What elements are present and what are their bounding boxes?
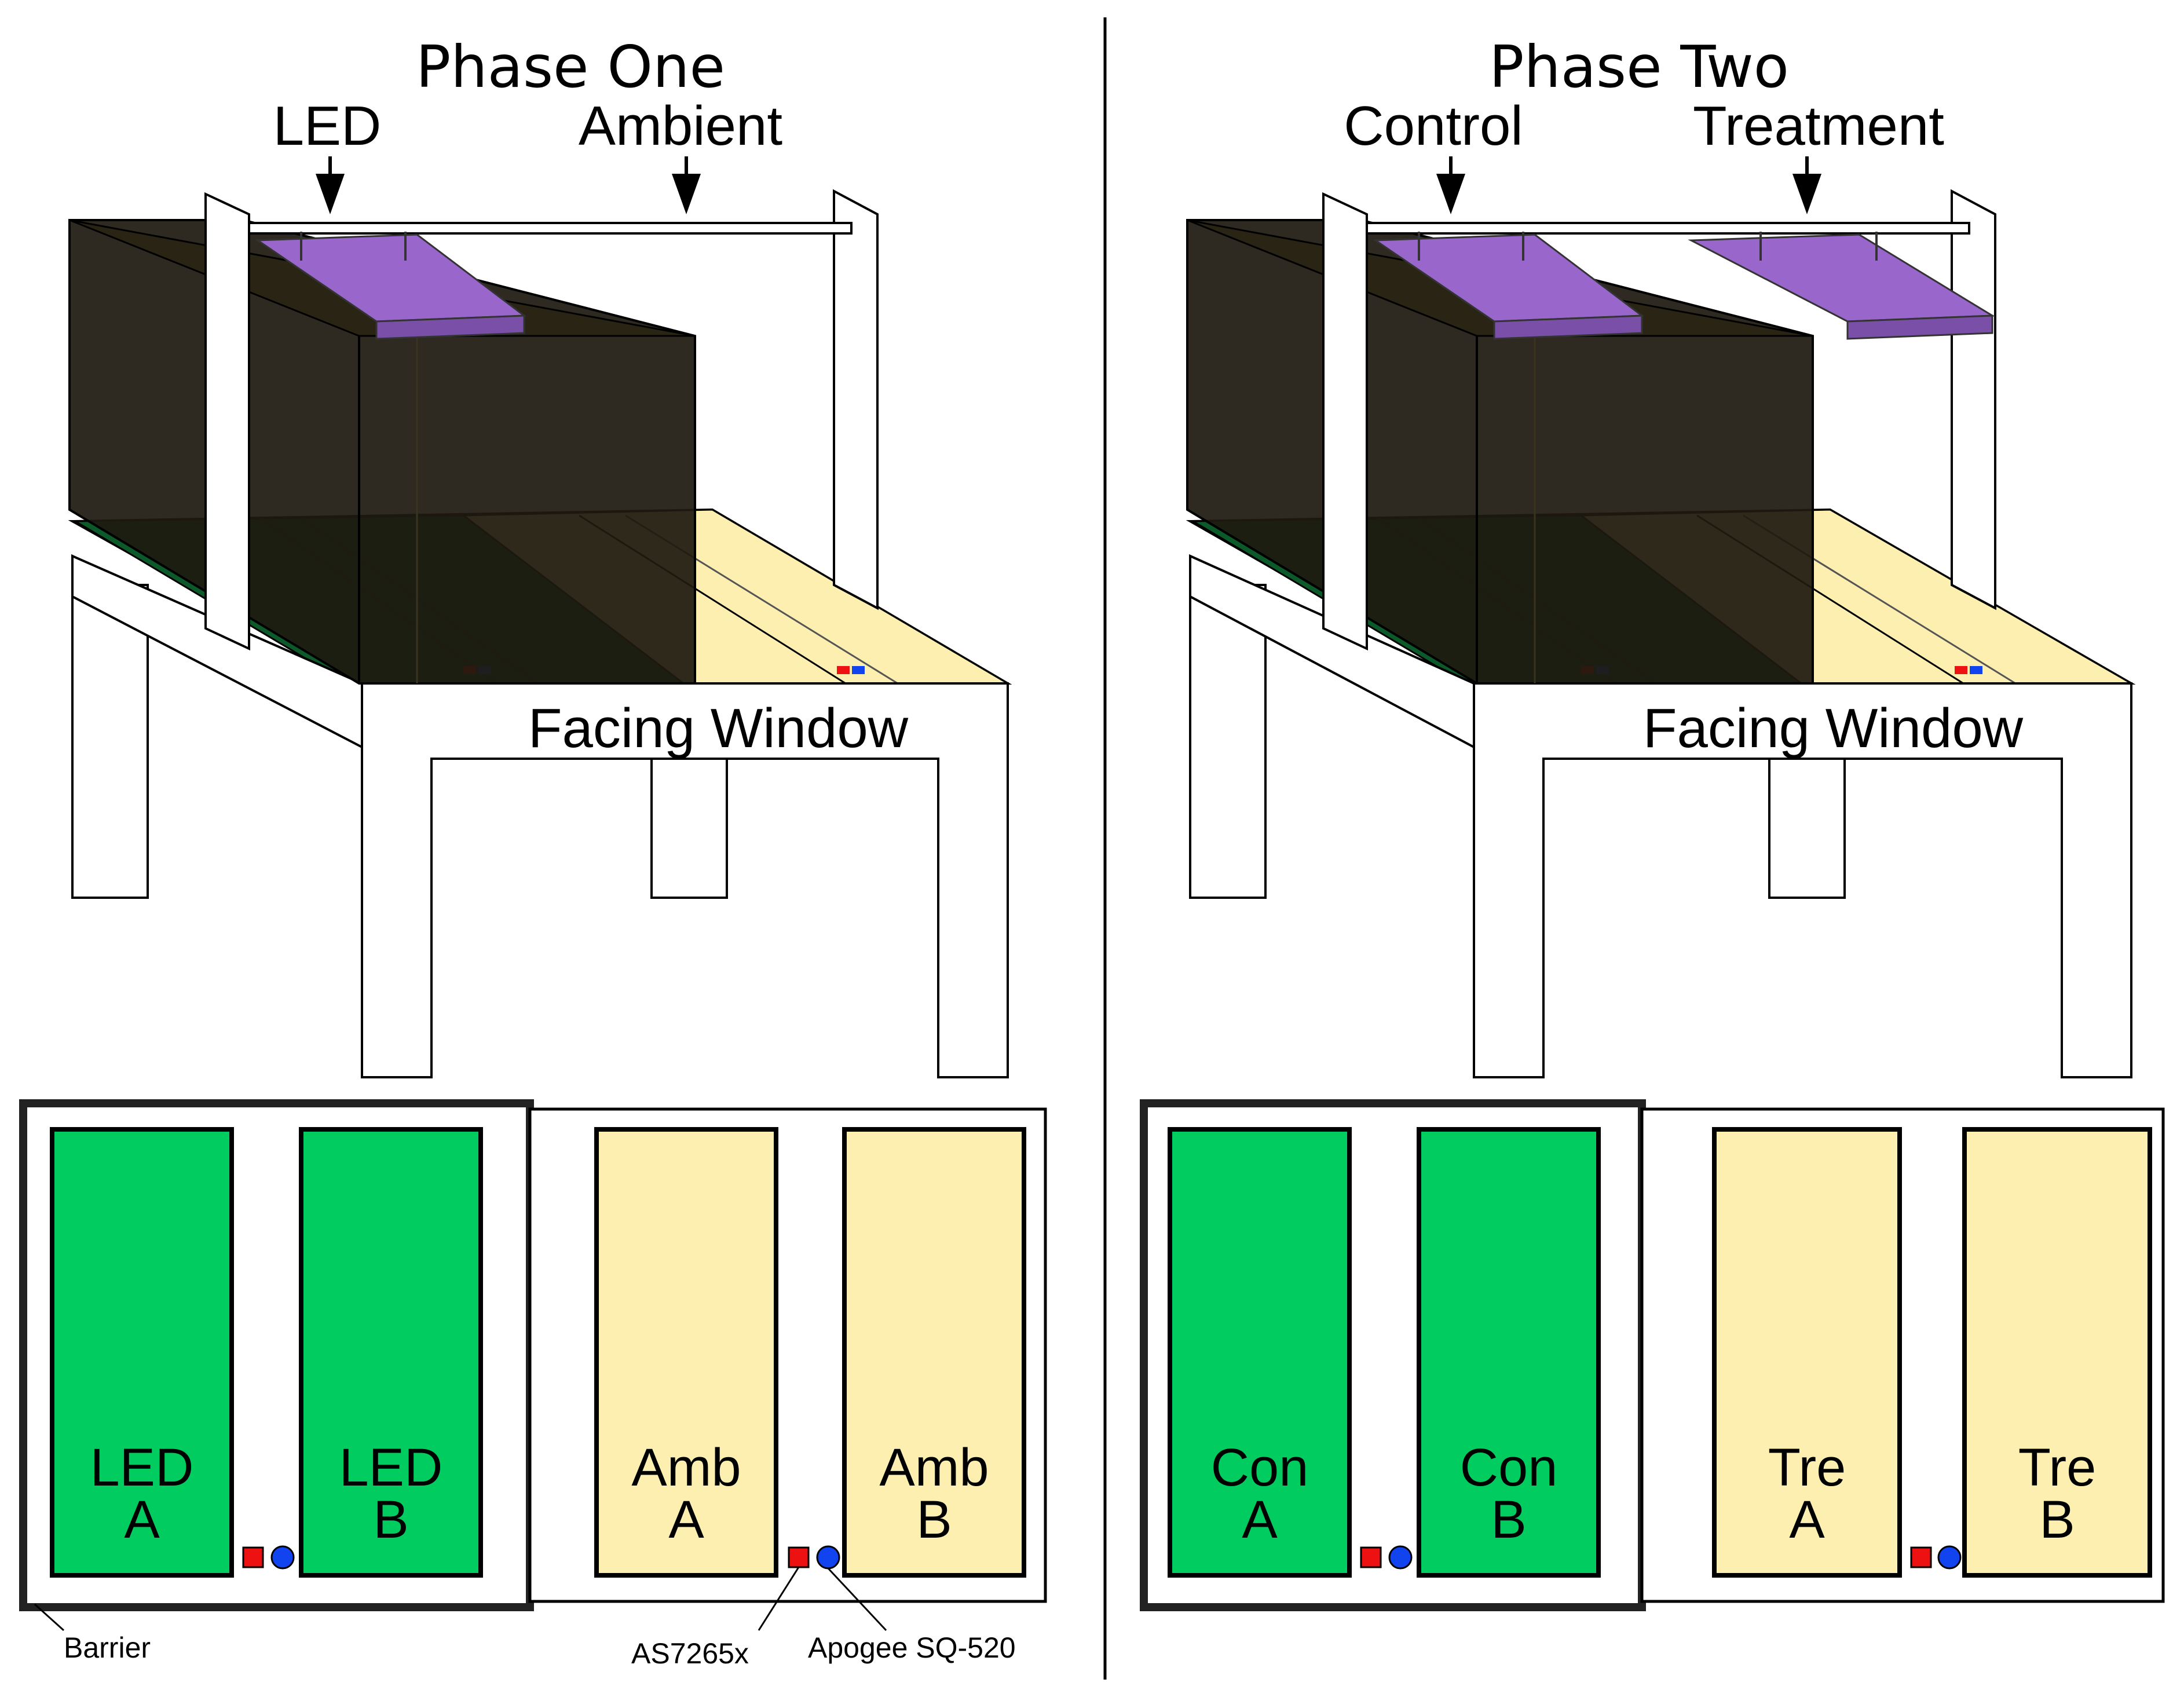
gantry-bar	[1366, 222, 1970, 235]
bed-led-b	[299, 1127, 483, 1578]
phase-two-panel: Phase Two Control Treatment	[1140, 33, 2165, 1611]
bed-label-line2: B	[373, 1490, 408, 1549]
as7265x-sensor-icon	[788, 1546, 810, 1568]
bed-label-line2: B	[2039, 1490, 2075, 1549]
bed-label-line1: Tre	[1768, 1438, 1846, 1497]
bed-tre-b	[1962, 1127, 2152, 1578]
bed-label-line1: Amb	[631, 1438, 741, 1497]
arrow-icon	[316, 156, 345, 214]
bed-label-line1: LED	[90, 1438, 194, 1497]
phase-two-label-left: Control	[1344, 95, 1523, 157]
as7265x-annotation: AS7265x	[631, 1637, 749, 1670]
bed-amb-a	[594, 1127, 778, 1578]
phase-two-label-right: Treatment	[1693, 95, 1944, 157]
apogee-sensor-icon	[816, 1545, 840, 1570]
bed-label-line1: Con	[1211, 1438, 1309, 1497]
bed-led-a	[50, 1127, 234, 1578]
led-panel	[1373, 232, 1645, 340]
phase-one-label-left: LED	[273, 95, 382, 157]
bed-label-line2: B	[916, 1490, 952, 1549]
bed-label-line1: Tre	[2018, 1438, 2097, 1497]
bed-con-a	[1168, 1127, 1352, 1578]
apogee-sensor-icon	[1388, 1545, 1413, 1570]
bench-leg	[1189, 584, 1267, 899]
phase-one-panel: Phase One LED Ambient	[19, 33, 1047, 1670]
arrow-icon	[1436, 156, 1465, 214]
bench-leg	[650, 752, 728, 899]
bed-label-line1: Amb	[879, 1438, 989, 1497]
arrow-icon	[1792, 156, 1821, 214]
apogee-sensor-icon	[1937, 1545, 1962, 1570]
led-panel	[1688, 232, 1996, 340]
gantry-bar	[248, 222, 853, 235]
led-panel	[255, 232, 527, 340]
plan-view: LED A LED B Amb A Amb B Barrier AS7265x …	[19, 1099, 1047, 1670]
phase-one-title: Phase One	[416, 33, 725, 101]
plan-view: Con A Con B Tre A Tre B	[1140, 1099, 2165, 1611]
bed-con-b	[1417, 1127, 1601, 1578]
apogee-annotation: Apogee SQ-520	[808, 1632, 1016, 1664]
as7265x-sensor-icon	[1910, 1546, 1932, 1568]
phase-two-title: Phase Two	[1489, 33, 1789, 101]
bed-label-line2: B	[1491, 1490, 1526, 1549]
bed-label-line2: A	[668, 1490, 704, 1549]
bed-tre-a	[1712, 1127, 1902, 1578]
bed-label-line2: A	[1242, 1490, 1278, 1549]
bench-leg	[71, 584, 149, 899]
gantry-post	[1951, 189, 1996, 610]
phase-one-label-right: Ambient	[579, 95, 782, 157]
bed-label-line1: LED	[339, 1438, 443, 1497]
as7265x-sensor-icon	[1360, 1546, 1382, 1568]
bench-front-frame	[1473, 682, 2132, 1078]
arrow-icon	[672, 156, 701, 214]
bench-side-rail	[1189, 554, 1475, 749]
bed-label-line1: Con	[1460, 1438, 1558, 1497]
bench-leg	[1768, 752, 1846, 899]
bed-label-line2: A	[1789, 1490, 1825, 1549]
as7265x-sensor-icon	[242, 1546, 264, 1568]
bed-amb-b	[842, 1127, 1026, 1578]
gantry-post	[1322, 192, 1368, 651]
barrier-annotation: Barrier	[64, 1632, 151, 1664]
facing-window-label: Facing Window	[528, 697, 909, 759]
bench-3d-view	[68, 189, 1012, 1078]
bed-label-line2: A	[124, 1490, 160, 1549]
facing-window-label: Facing Window	[1643, 697, 2024, 759]
bench-side-rail	[71, 554, 363, 749]
gantry-post	[833, 189, 879, 610]
apogee-sensor-icon	[270, 1545, 295, 1570]
bench-front-frame	[361, 682, 1009, 1078]
bench-3d-view	[1186, 189, 2136, 1078]
gantry-post	[204, 192, 250, 651]
